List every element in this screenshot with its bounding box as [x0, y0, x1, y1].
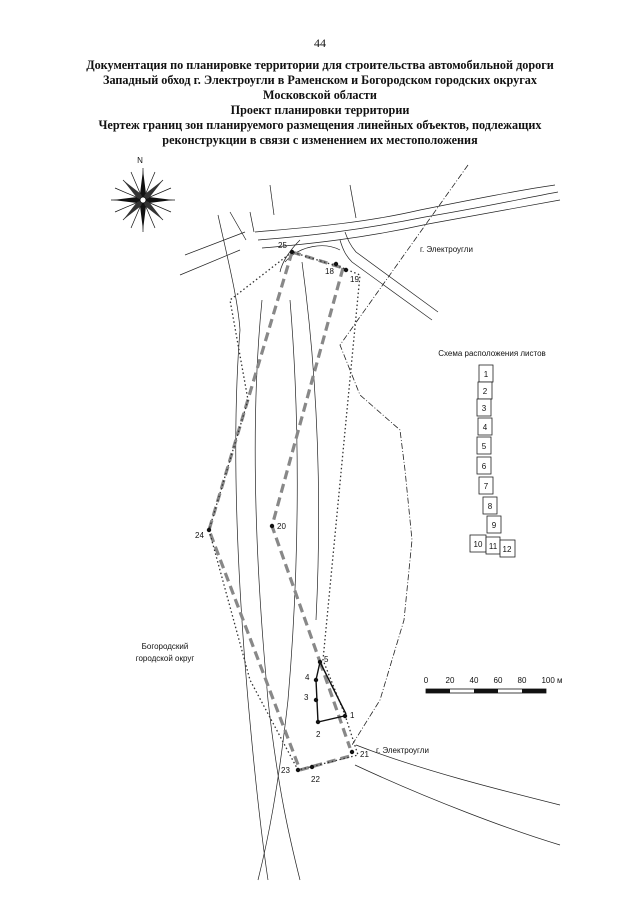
sheet-11-label: 11: [489, 542, 498, 551]
sheet-6-box: [476, 456, 492, 475]
sheet-8-box: [482, 496, 498, 515]
title-line-6: реконструкции в связи с изменением их ме…: [162, 133, 478, 147]
sheet-6-label: 6: [482, 462, 487, 471]
title-line-4: Проект планировки территории: [230, 103, 410, 117]
point-25-label: 25: [278, 241, 287, 250]
point-19-marker: [343, 267, 349, 273]
sheet-5-box: [476, 436, 492, 455]
sheet-9-label: 9: [492, 521, 497, 530]
point-22-label: 22: [311, 775, 320, 784]
point-5-marker: [317, 659, 323, 665]
town-label-top: г. Электроугли: [420, 245, 473, 254]
point-18-marker: [333, 261, 339, 267]
point-3-label: 3: [304, 693, 309, 702]
scale-tick-60: 60: [494, 676, 503, 685]
sheet-7-box: [478, 476, 494, 495]
point-23-marker: [295, 767, 301, 773]
sheet-scheme-title: Схема расположения листов: [438, 349, 546, 358]
sheet-2-label: 2: [483, 387, 488, 396]
boundary-points: [206, 249, 355, 773]
sheet-scheme: 1 2 3 4 5 6 7 8 9 10 11 12: [469, 364, 516, 558]
sheet-5-label: 5: [482, 442, 487, 451]
page-number: 44: [314, 36, 326, 50]
scale-tick-40: 40: [470, 676, 479, 685]
point-20-label: 20: [277, 522, 286, 531]
document-title: Документация по планировке территории дл…: [60, 58, 580, 148]
sheet-1-label: 1: [484, 370, 489, 379]
title-line-3: Московской области: [263, 88, 377, 102]
sheet-10-label: 10: [474, 540, 483, 549]
sheet-12-box: [499, 539, 516, 558]
compass-north-label: N: [137, 156, 143, 165]
point-19-label: 19: [350, 275, 359, 284]
point-3-marker: [313, 697, 319, 703]
sheet-4-box: [477, 417, 493, 436]
sheet-3-box: [476, 398, 492, 417]
scale-tick-80: 80: [518, 676, 527, 685]
point-4-label: 4: [305, 673, 310, 682]
town-label-bottom: г. Электроугли: [376, 746, 429, 755]
point-1-label: 1: [350, 711, 355, 720]
title-line-5: Чертеж границ зон планируемого размещени…: [98, 118, 542, 132]
scale-tick-100: 100 м: [541, 676, 562, 685]
sheet-12-label: 12: [503, 545, 512, 554]
point-21-label: 21: [360, 750, 369, 759]
sheet-4-label: 4: [483, 423, 488, 432]
sheet-7-label: 7: [484, 482, 489, 491]
sheet-9-box: [486, 515, 502, 534]
road-network: [179, 184, 561, 881]
point-1-marker: [342, 713, 348, 719]
point-24-marker: [206, 527, 212, 533]
district-label-line1: Богородский: [142, 642, 189, 651]
zone-boundary: [207, 250, 352, 772]
point-23-label: 23: [281, 766, 290, 775]
point-25-marker: [289, 249, 295, 255]
sheet-8-label: 8: [488, 502, 493, 511]
municipal-boundary: [339, 164, 469, 746]
title-line-1: Документация по планировке территории дл…: [86, 58, 554, 72]
point-21-marker: [349, 749, 355, 755]
point-4-marker: [313, 677, 319, 683]
point-5-label: 5: [324, 655, 329, 664]
point-20-marker: [269, 523, 275, 529]
scale-tick-20: 20: [446, 676, 455, 685]
point-2-label: 2: [316, 730, 321, 739]
district-label-line2: городской округ: [136, 654, 195, 663]
scale-tick-0: 0: [424, 676, 429, 685]
title-line-2: Западный обход г. Электроугли в Раменско…: [103, 73, 537, 87]
point-18-label: 18: [325, 267, 334, 276]
sheet-3-label: 3: [482, 404, 487, 413]
point-24-label: 24: [195, 531, 204, 540]
scale-bar: 0 20 40 60 80 100 м: [424, 676, 563, 694]
point-2-marker: [315, 719, 321, 725]
compass-rose-icon: [111, 168, 175, 232]
outer-boundary: [208, 251, 361, 771]
point-22-marker: [309, 764, 315, 770]
